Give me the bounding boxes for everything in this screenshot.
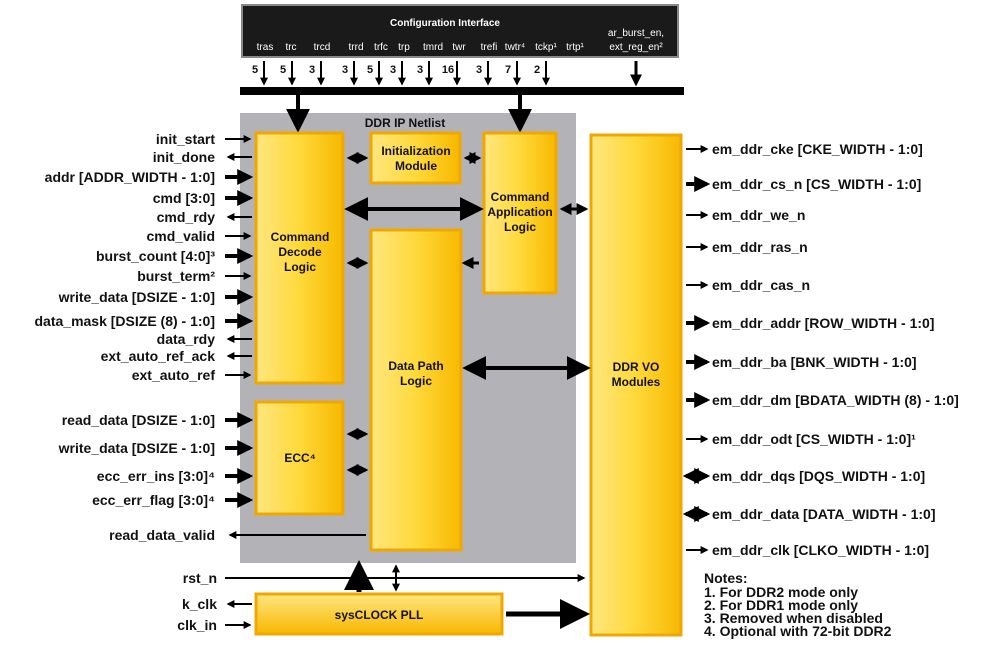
config-param-6: tmrd bbox=[423, 42, 443, 53]
config-value-7: 16 bbox=[442, 64, 454, 76]
pll-label: sysCLOCK PLL bbox=[335, 608, 424, 622]
init-l1: Initialization bbox=[381, 144, 450, 158]
netlist-title: DDR IP Netlist bbox=[365, 116, 445, 130]
left-signal-4: cmd_rdy bbox=[157, 209, 216, 225]
config-value-1: 5 bbox=[280, 64, 286, 76]
left-signal-3: cmd [3:0] bbox=[153, 190, 215, 206]
right-signal-1: em_ddr_cs_n [CS_WIDTH - 1:0] bbox=[712, 176, 921, 192]
ecc-block bbox=[254, 400, 345, 516]
data-path-l2: Logic bbox=[400, 374, 432, 388]
note-3: 3. Removed when disabled bbox=[704, 610, 883, 626]
config-extra-2: ext_reg_en² bbox=[609, 42, 663, 53]
config-param-0: tras bbox=[257, 42, 274, 53]
command-application-block bbox=[482, 131, 558, 295]
left-signal-8: write_data [DSIZE - 1:0] bbox=[58, 289, 215, 305]
right-signal-9: em_ddr_dqs [DQS_WIDTH - 1:0] bbox=[712, 468, 925, 484]
cmd-decode-l1: Command bbox=[271, 230, 330, 244]
config-bus bbox=[240, 87, 684, 95]
right-signal-2: em_ddr_we_n bbox=[712, 207, 805, 223]
ecc-signal-3: ecc_err_flag [3:0]⁴ bbox=[92, 492, 215, 508]
data-path-l1: Data Path bbox=[388, 359, 443, 373]
right-signal-10: em_ddr_data [DATA_WIDTH - 1:0] bbox=[712, 506, 936, 522]
left-signal-9: data_mask [DSIZE (8) - 1:0] bbox=[35, 313, 216, 329]
config-param-7: twr bbox=[452, 42, 466, 53]
right-signal-5: em_ddr_addr [ROW_WIDTH - 1:0] bbox=[712, 315, 934, 331]
cmd-decode-l3: Logic bbox=[284, 260, 316, 274]
pll-block bbox=[254, 592, 504, 636]
config-value-8: 3 bbox=[476, 64, 482, 76]
cmd-app-l2: Application bbox=[487, 205, 552, 219]
left-signal-6: burst_count [4:0]³ bbox=[96, 248, 215, 264]
cmd-app-l3: Logic bbox=[504, 220, 536, 234]
ecc-label: ECC⁴ bbox=[284, 451, 315, 465]
config-value-3: 3 bbox=[342, 64, 348, 76]
right-signal-8: em_ddr_odt [CS_WIDTH - 1:0]¹ bbox=[712, 431, 916, 447]
config-value-4: 5 bbox=[367, 64, 373, 76]
config-title: Configuration Interface bbox=[390, 18, 500, 29]
left-signal-2: addr [ADDR_WIDTH - 1:0] bbox=[45, 169, 215, 185]
right-signal-4: em_ddr_cas_n bbox=[712, 277, 810, 293]
left-signal-5: cmd_valid bbox=[147, 228, 215, 244]
left-signal-11: ext_auto_ref_ack bbox=[101, 348, 216, 364]
note-2: 2. For DDR1 mode only bbox=[704, 597, 858, 613]
config-param-5: trp bbox=[398, 42, 410, 53]
config-param-11: trtp¹ bbox=[566, 42, 584, 53]
config-value-9: 7 bbox=[505, 64, 511, 76]
cmd-app-l1: Command bbox=[491, 190, 550, 204]
data-path-block bbox=[369, 228, 463, 552]
ddr-io-l2: Modules bbox=[612, 375, 661, 389]
right-signal-0: em_ddr_cke [CKE_WIDTH - 1:0] bbox=[712, 141, 923, 157]
ddr-io-l1: DDR VO bbox=[613, 360, 660, 374]
notes-title: Notes: bbox=[704, 570, 748, 586]
left-signal-0: init_start bbox=[156, 131, 215, 147]
left-signal-12: ext_auto_ref bbox=[132, 367, 216, 383]
rst-n-label: rst_n bbox=[183, 570, 217, 586]
config-extra-1: ar_burst_en, bbox=[608, 28, 664, 39]
ecc-signal-1: write_data [DSIZE - 1:0] bbox=[58, 440, 215, 456]
config-value-2: 3 bbox=[309, 64, 315, 76]
note-4: 4. Optional with 72-bit DDR2 bbox=[704, 623, 892, 639]
right-signal-3: em_ddr_ras_n bbox=[712, 239, 808, 255]
config-param-2: trcd bbox=[314, 42, 331, 53]
config-param-1: trc bbox=[285, 42, 296, 53]
init-l2: Module bbox=[395, 159, 437, 173]
k-clk-label: k_clk bbox=[182, 596, 217, 612]
command-decode-block bbox=[254, 131, 345, 385]
config-param-4: trfc bbox=[374, 42, 388, 53]
ecc-signal-2: ecc_err_ins [3:0]⁴ bbox=[97, 468, 215, 484]
config-param-8: trefi bbox=[481, 42, 498, 53]
cmd-decode-l2: Decode bbox=[278, 245, 322, 259]
config-param-9: twtr⁴ bbox=[505, 42, 525, 53]
right-signal-6: em_ddr_ba [BNK_WIDTH - 1:0] bbox=[712, 354, 917, 370]
ecc-signal-0: read_data [DSIZE - 1:0] bbox=[62, 412, 215, 428]
config-value-0: 5 bbox=[252, 64, 258, 76]
config-value-10: 2 bbox=[534, 64, 540, 76]
clk-in-label: clk_in bbox=[177, 617, 217, 633]
config-value-6: 3 bbox=[417, 64, 423, 76]
right-signal-7: em_ddr_dm [BDATA_WIDTH (8) - 1:0] bbox=[712, 392, 959, 408]
read-data-valid-label: read_data_valid bbox=[109, 527, 215, 543]
config-param-3: trrd bbox=[349, 42, 364, 53]
initialization-block bbox=[369, 131, 462, 185]
config-interface-box bbox=[241, 4, 679, 58]
left-signal-7: burst_term² bbox=[137, 268, 215, 284]
config-param-10: tckp¹ bbox=[535, 42, 557, 53]
left-signal-1: init_done bbox=[153, 149, 215, 165]
left-signal-10: data_rdy bbox=[157, 331, 216, 347]
config-value-5: 3 bbox=[390, 64, 396, 76]
ddr-io-block bbox=[589, 133, 683, 637]
right-signal-11: em_ddr_clk [CLKO_WIDTH - 1:0] bbox=[712, 542, 929, 558]
note-1: 1. For DDR2 mode only bbox=[704, 584, 858, 600]
